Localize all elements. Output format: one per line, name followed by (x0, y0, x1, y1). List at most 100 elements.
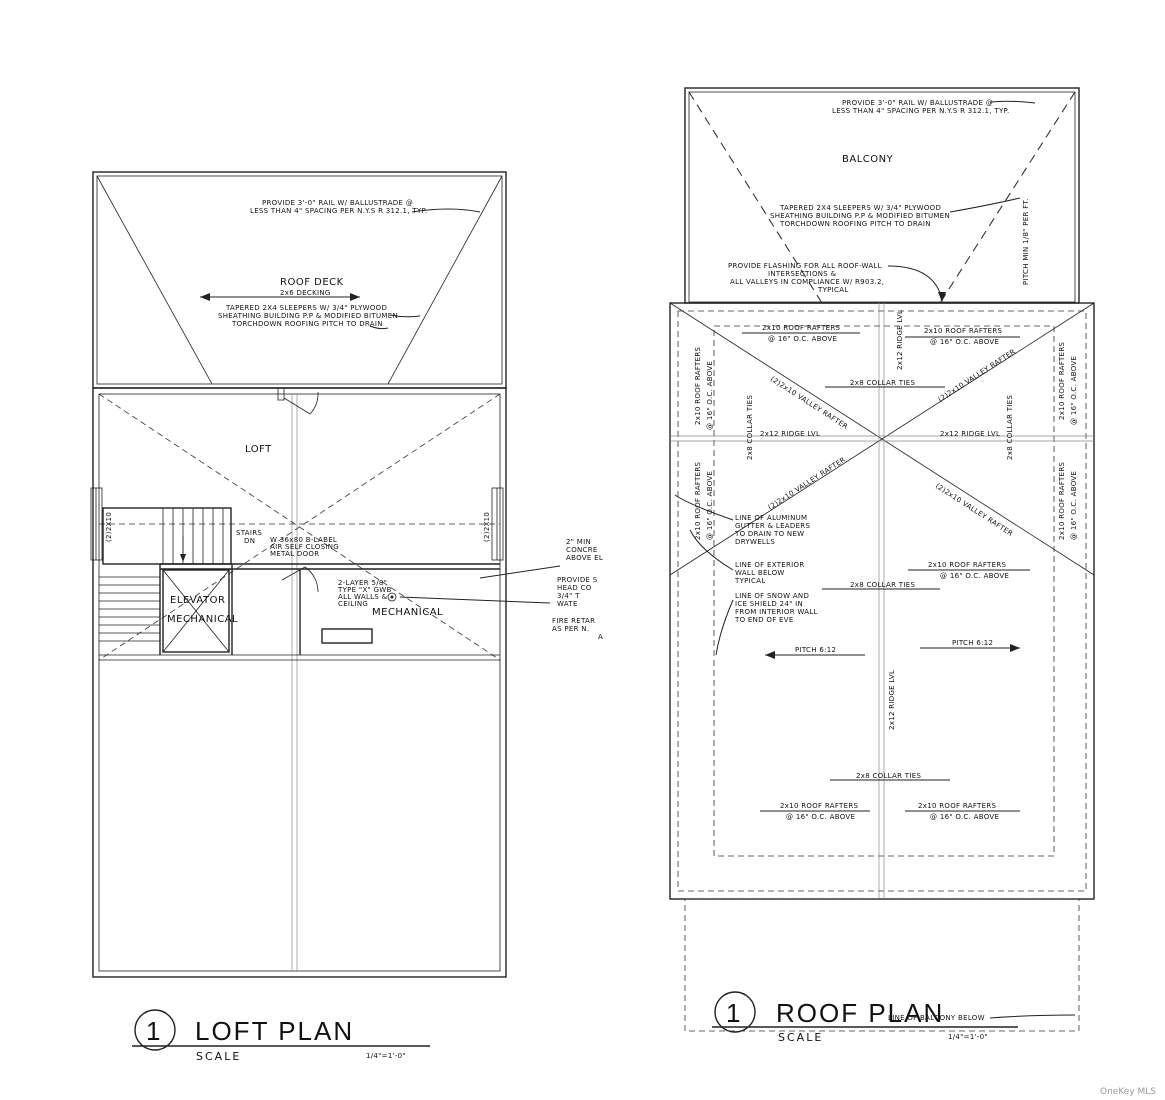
gutter-note-3: TO DRAIN TO NEW (734, 530, 804, 538)
ice-note-4: TO END OF EVE (734, 616, 794, 624)
mechanical-room-label: MECHANICAL (372, 607, 443, 618)
side-note-3b: AS PER N. (552, 625, 589, 633)
rafters-oc-br: @ 16" O.C. ABOVE (930, 813, 999, 821)
gwb-note-3: ALL WALLS & (338, 593, 388, 601)
flashing-note-2: INTERSECTIONS & (768, 270, 837, 278)
rafters-label-br: 2x10 ROOF RAFTERS (918, 802, 996, 810)
roof-plan-title: ROOF PLAN (776, 998, 944, 1028)
balcony-rail-note-1: PROVIDE 3'-0" RAIL W/ BALLUSTRADE @ (842, 99, 993, 107)
flashing-note-4: TYPICAL (817, 286, 849, 294)
deck-rail-note-2: LESS THAN 4" SPACING PER N.Y.S R 312.1, … (250, 207, 427, 215)
watermark: OneKey MLS (1100, 1087, 1156, 1097)
roof-scale-label: SCALE (778, 1031, 823, 1044)
deck-rail-note-1: PROVIDE 3'-0" RAIL W/ BALLUSTRADE @ (262, 199, 413, 207)
balcony-sleepers-2: SHEATHING BUILDING P.P & MODIFIED BITUME… (770, 212, 950, 220)
deck-sleepers-1: TAPERED 2X4 SLEEPERS W/ 3/4" PLYWOOD (225, 304, 387, 312)
decking-label: 2x6 DECKING (280, 289, 331, 297)
ridge-vertical-top: 2x12 RIDGE LVL (896, 310, 904, 370)
roof-scale-value: 1/4"=1'-0" (948, 1033, 988, 1041)
valley-rafter-br: (2)2x10 VALLEY RAFTER (934, 482, 1014, 538)
collar-ties-mid: 2x8 COLLAR TIES (850, 581, 915, 589)
rafters-vertical-l1: 2x10 ROOF RAFTERS (694, 347, 702, 425)
rafters-label-tr: 2x10 ROOF RAFTERS (924, 327, 1002, 335)
collar-vertical-l: 2x8 COLLAR TIES (746, 395, 754, 460)
rafters-vertical-r1: 2x10 ROOF RAFTERS (1058, 342, 1066, 420)
door-note-1: W 36x80 B-LABEL (270, 536, 337, 544)
collar-vertical-r: 2x8 COLLAR TIES (1006, 395, 1014, 460)
flashing-note-1: PROVIDE FLASHING FOR ALL ROOF-WALL (728, 262, 882, 270)
collar-ties-top: 2x8 COLLAR TIES (850, 379, 915, 387)
door-note-2: AIR SELF CLOSING (270, 543, 339, 551)
valley-rafter-bl: (2)2x10 VALLEY RAFTER (767, 456, 847, 512)
side-note-1c: ABOVE EL (566, 554, 603, 562)
rafters-vertical-r2: 2x10 ROOF RAFTERS (1058, 462, 1066, 540)
side-note-2d: WATE (557, 600, 578, 608)
loft-outline (92, 387, 507, 978)
balcony-rail-note-2: LESS THAN 4" SPACING PER N.Y.S R 312.1, … (832, 107, 1009, 115)
pitch-left: PITCH 6:12 (795, 646, 836, 654)
rafters-label-bl: 2x10 ROOF RAFTERS (780, 802, 858, 810)
gutter-note-2: GUTTER & LEADERS (735, 522, 810, 530)
mechanical-left-label: MECHANICAL (167, 614, 238, 625)
rafters-label-mr: 2x10 ROOF RAFTERS (928, 561, 1006, 569)
balcony-outline (684, 87, 1080, 304)
side-note-1b: CONCRE (566, 546, 598, 554)
loft-title-number: 1 (146, 1016, 162, 1046)
ridge-vertical-bottom: 2x12 RIDGE LVL (888, 670, 896, 730)
ext-wall-note-3: TYPICAL (734, 577, 766, 585)
rafters-vertical-l2: 2x10 ROOF RAFTERS (694, 462, 702, 540)
roof-title-bubble (714, 991, 756, 1033)
balcony-below-outline (684, 898, 1080, 1032)
rafters-oc-bl: @ 16" O.C. ABOVE (786, 813, 855, 821)
header-left: (2)2X10 (105, 512, 113, 542)
elevator-shaft (162, 569, 230, 653)
balcony-sleepers-1: TAPERED 2X4 SLEEPERS W/ 3/4" PLYWOOD (779, 204, 941, 212)
ridge-left: 2x12 RIDGE LVL (760, 430, 820, 438)
rafters-vertical-oc-r2: @ 16" O.C. ABOVE (1070, 471, 1078, 540)
rafters-vertical-oc-l2: @ 16" O.C. ABOVE (706, 471, 714, 540)
collar-ties-bottom: 2x8 COLLAR TIES (856, 772, 921, 780)
side-note-3c: A (598, 633, 603, 641)
gwb-note-4: CEILING (338, 600, 368, 608)
pitch-min-note: PITCH MIN 1/8" PER FT. (1022, 198, 1030, 285)
side-note-3a: FIRE RETAR (552, 617, 595, 625)
roof-deck-label: ROOF DECK (280, 277, 344, 288)
rafters-oc-mr: @ 16" O.C. ABOVE (940, 572, 1009, 580)
loft-plan: PROVIDE 3'-0" RAIL W/ BALLUSTRADE @ LESS… (90, 171, 603, 1063)
gutter-note-1: LINE OF ALUMINUM (735, 514, 807, 522)
ridge-right: 2x12 RIDGE LVL (940, 430, 1000, 438)
loft-scale-value: 1/4"=1'-0" (366, 1052, 406, 1060)
pitch-right: PITCH 6:12 (952, 639, 993, 647)
stairs-dn-label: DN (244, 537, 255, 545)
stairs-label: STAIRS (236, 529, 262, 537)
loft-label: LOFT (245, 444, 272, 455)
deck-sleepers-3: TORCHDOWN ROOFING PITCH TO DRAIN (231, 320, 383, 328)
rafters-vertical-oc-r1: @ 16" O.C. ABOVE (1070, 356, 1078, 425)
rafters-oc-tl: @ 16" O.C. ABOVE (768, 335, 837, 343)
side-note-2b: HEAD CO (557, 584, 592, 592)
door-note-3: METAL DOOR (270, 550, 319, 558)
ext-wall-note-2: WALL BELOW (735, 569, 785, 577)
loft-scale-label: SCALE (196, 1050, 241, 1063)
rafters-vertical-oc-l1: @ 16" O.C. ABOVE (706, 361, 714, 430)
balcony-label: BALCONY (842, 154, 894, 165)
gutter-note-4: DRYWELLS (735, 538, 775, 546)
balcony-sleepers-3: TORCHDOWN ROOFING PITCH TO DRAIN (779, 220, 931, 228)
side-note-2a: PROVIDE S (557, 576, 598, 584)
roof-outline (669, 302, 1095, 900)
gwb-note-2: TYPE "X" GWB (337, 586, 392, 594)
ext-wall-note-1: LINE OF EXTERIOR (735, 561, 805, 569)
side-note-1a: 2" MIN (566, 538, 591, 546)
ice-note-1: LINE OF SNOW AND (735, 592, 809, 600)
valley-rafter-tl: (2)2x10 VALLEY RAFTER (769, 375, 849, 431)
elevator-label: ELEVATOR (170, 595, 225, 606)
roof-plan: PROVIDE 3'-0" RAIL W/ BALLUSTRADE @ LESS… (669, 87, 1095, 1044)
header-right: (2)2X10 (483, 512, 491, 542)
ice-note-2: ICE SHIELD 24" IN (735, 600, 803, 608)
flashing-note-3: ALL VALLEYS IN COMPLIANCE W/ R903.2, (730, 278, 884, 286)
side-note-2c: 3/4" T (557, 592, 580, 600)
stair-well (102, 507, 232, 565)
loft-title-bubble (134, 1009, 176, 1051)
gwb-note-1: 2-LAYER 5/8" (338, 579, 387, 587)
